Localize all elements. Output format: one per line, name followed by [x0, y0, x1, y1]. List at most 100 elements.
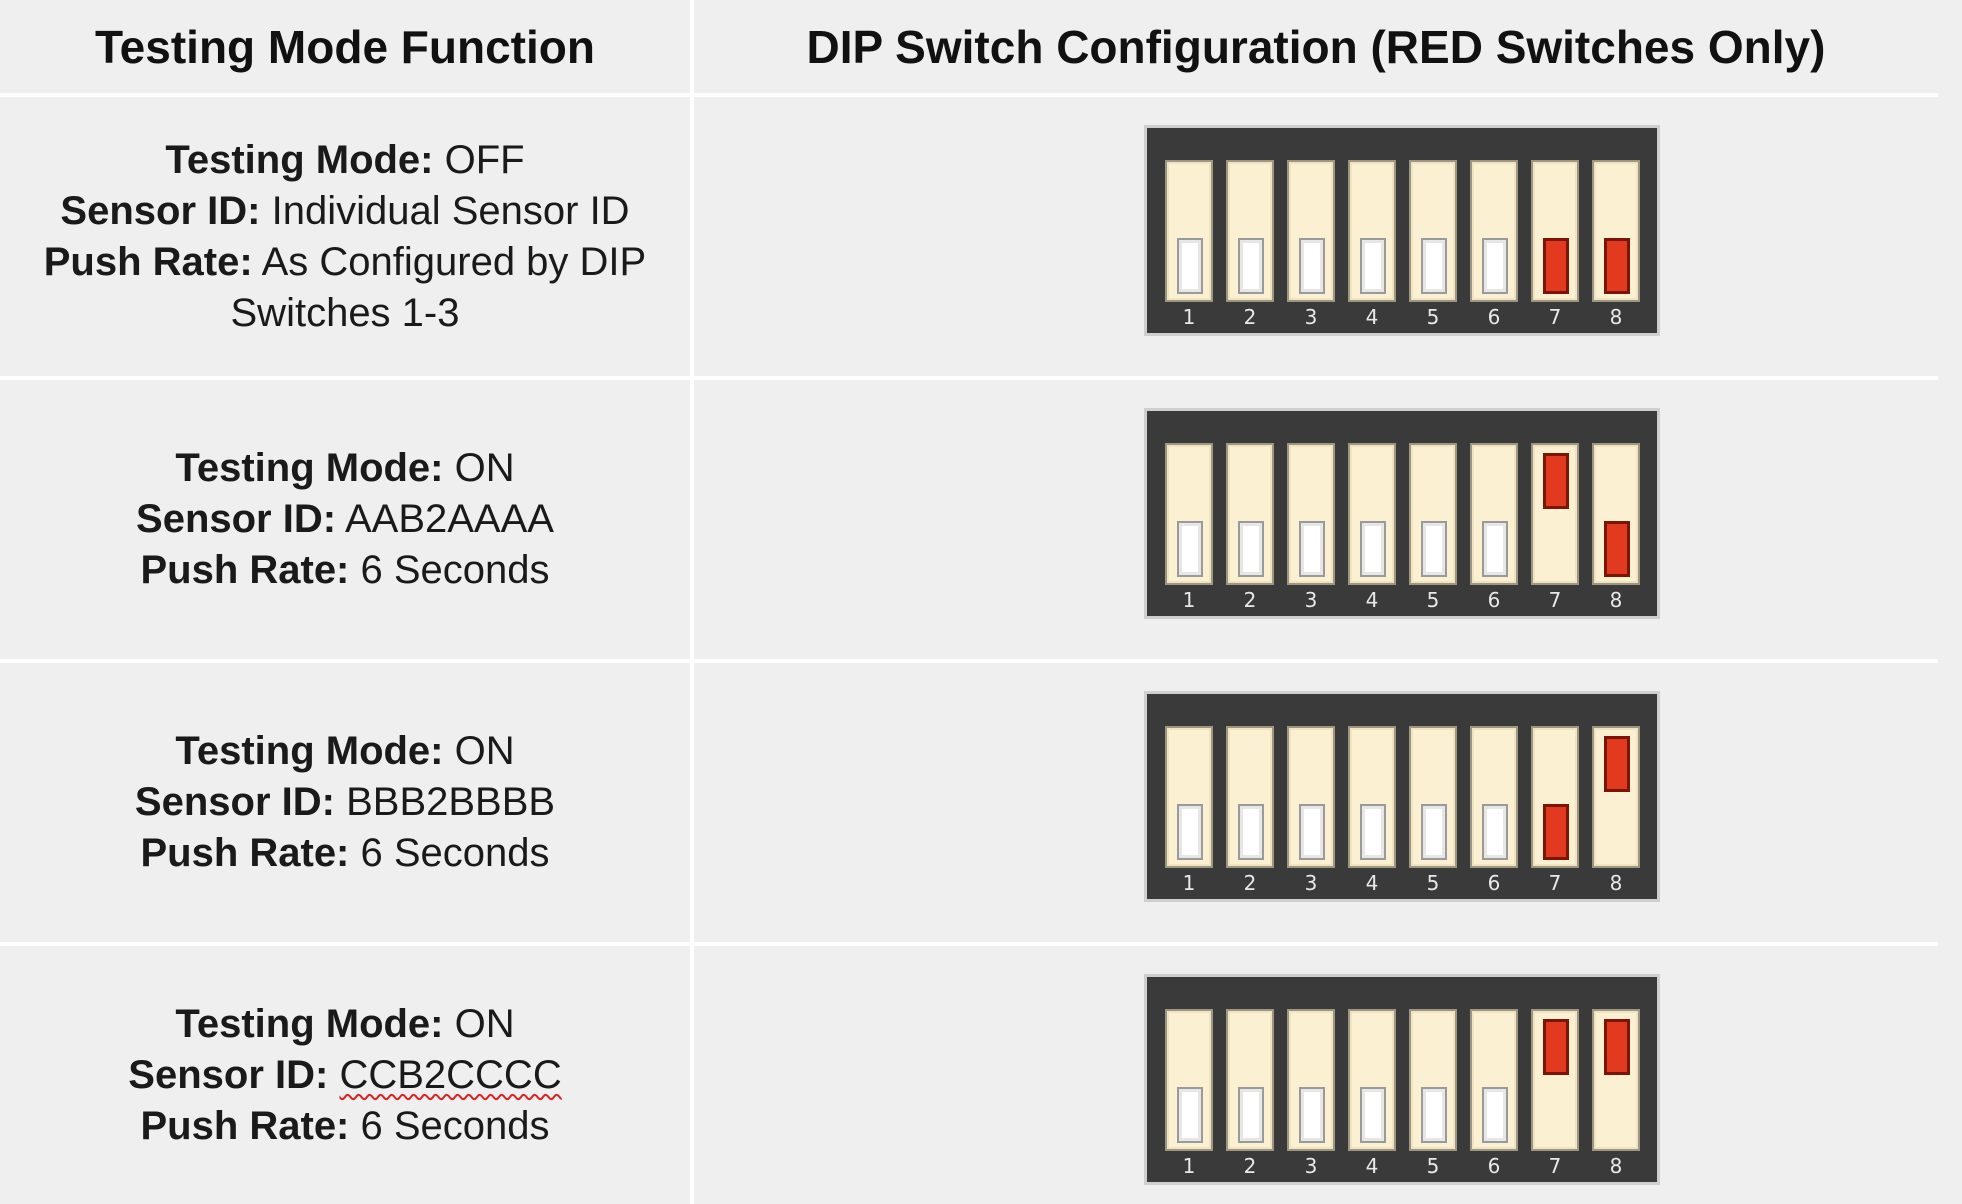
table-row-2-function: Testing Mode: ON Sensor ID: AAB2AAAA Pus…	[0, 380, 690, 659]
table-row-4-function: Testing Mode: ON Sensor ID: CCB2CCCC Pus…	[0, 946, 690, 1204]
dip-switch-6-knob	[1482, 804, 1508, 860]
dip-switch-number: 1	[1182, 305, 1196, 329]
dip-switch-number: 1	[1182, 871, 1196, 895]
dip-switch-4-knob	[1360, 804, 1386, 860]
dip-switch-7	[1531, 1009, 1579, 1151]
dip-switch-number: 7	[1548, 305, 1562, 329]
dip-switch-5	[1409, 160, 1457, 302]
dip-switch-3-knob	[1299, 804, 1325, 860]
dip-switch-8-knob	[1604, 238, 1630, 294]
dip-switch-number: 4	[1365, 305, 1379, 329]
dip-switch-2	[1226, 1009, 1274, 1151]
dip-switch-3	[1287, 1009, 1335, 1151]
dip-switch-5-knob	[1421, 1087, 1447, 1143]
dip-switch-4-knob	[1360, 521, 1386, 577]
testing-mode-value: OFF	[444, 137, 525, 182]
dip-switch-number: 8	[1609, 588, 1623, 612]
dip-switch-5-knob	[1421, 804, 1447, 860]
dip-switch-8-knob	[1604, 521, 1630, 577]
push-rate-label: Push Rate:	[140, 831, 350, 875]
dip-switch-5-knob	[1421, 238, 1447, 294]
dip-switch-7	[1531, 160, 1579, 302]
testing-mode-line: Testing Mode: OFF	[165, 135, 524, 186]
dip-switch-7	[1531, 443, 1579, 585]
dip-switch-1	[1165, 160, 1213, 302]
push-rate-label: Push Rate:	[140, 548, 350, 592]
dip-switch-number: 3	[1304, 1154, 1318, 1178]
dip-switch-8-knob	[1604, 736, 1630, 792]
column-divider	[690, 0, 694, 1204]
dip-switch-number: 2	[1243, 871, 1257, 895]
dip-switch-8	[1592, 1009, 1640, 1151]
dip-switch-3-knob	[1299, 1087, 1325, 1143]
sensor-id-value: BBB2BBBB	[346, 780, 556, 824]
sensor-id-line: Sensor ID: BBB2BBBB	[135, 777, 555, 828]
dip-switch-2-knob	[1238, 1087, 1264, 1143]
push-rate-line: Push Rate: 6 Seconds	[140, 1101, 549, 1152]
row-divider	[0, 659, 1938, 663]
testing-mode-label: Testing Mode:	[175, 446, 444, 490]
dip-switch-1	[1165, 726, 1213, 868]
dip-switch-1-knob	[1177, 238, 1203, 294]
push-rate-line: Push Rate: 6 Seconds	[140, 545, 549, 596]
dip-switch-6	[1470, 726, 1518, 868]
testing-mode-label: Testing Mode:	[175, 1001, 444, 1046]
dip-switch-number: 8	[1609, 305, 1623, 329]
row-divider	[0, 376, 1938, 380]
sensor-id-value: CCB2CCCC	[339, 1052, 562, 1097]
dip-switch-number: 7	[1548, 588, 1562, 612]
dip-switch-3	[1287, 443, 1335, 585]
dip-switch-6	[1470, 443, 1518, 585]
testing-mode-value: ON	[454, 1001, 515, 1046]
dip-switch-6-knob	[1482, 1087, 1508, 1143]
push-rate-line: Push Rate: As Configured by DIP Switches…	[15, 237, 675, 339]
dip-switch-number: 3	[1304, 588, 1318, 612]
testing-mode-line: Testing Mode: ON	[175, 443, 514, 494]
dip-switch-7	[1531, 726, 1579, 868]
sensor-id-line: Sensor ID: AAB2AAAA	[136, 494, 554, 545]
dip-switch-number: 7	[1548, 1154, 1562, 1178]
dip-switch-number: 3	[1304, 305, 1318, 329]
dip-switch-1	[1165, 443, 1213, 585]
dip-switch-5	[1409, 1009, 1457, 1151]
dip-switch-4	[1348, 443, 1396, 585]
dip-switch-3	[1287, 160, 1335, 302]
dip-switch-4	[1348, 726, 1396, 868]
dip-switch-2	[1226, 160, 1274, 302]
dip-switch-1-knob	[1177, 521, 1203, 577]
header-testing-mode-function: Testing Mode Function	[95, 20, 595, 73]
testing-mode-line: Testing Mode: ON	[175, 726, 514, 777]
dip-switch-number: 3	[1304, 871, 1318, 895]
sensor-id-value: AAB2AAAA	[344, 497, 554, 541]
sensor-id-label: Sensor ID:	[128, 1052, 329, 1097]
push-rate-value: 6 Seconds	[360, 1103, 550, 1148]
sensor-id-label: Sensor ID:	[60, 188, 261, 233]
dip-switch-4	[1348, 160, 1396, 302]
dip-switch-4-knob	[1360, 1087, 1386, 1143]
dip-switch-number: 2	[1243, 1154, 1257, 1178]
dip-switch-3-knob	[1299, 521, 1325, 577]
dip-switch-2	[1226, 443, 1274, 585]
dip-switch-number: 5	[1426, 1154, 1440, 1178]
dip-switch-number: 4	[1365, 588, 1379, 612]
dip-switch-number: 6	[1487, 588, 1501, 612]
dip-switch-2-knob	[1238, 521, 1264, 577]
dip-switch-3	[1287, 726, 1335, 868]
dip-switch-5-knob	[1421, 521, 1447, 577]
dip-switch-number: 5	[1426, 588, 1440, 612]
header-dip-switch-configuration: DIP Switch Configuration (RED Switches O…	[806, 20, 1826, 73]
sensor-id-label: Sensor ID:	[136, 497, 337, 541]
sensor-id-line: Sensor ID: Individual Sensor ID	[60, 186, 629, 237]
dip-switch-7-knob	[1543, 804, 1569, 860]
dip-switch-6-knob	[1482, 238, 1508, 294]
dip-switch-7-knob	[1543, 238, 1569, 294]
dip-switch-number: 4	[1365, 871, 1379, 895]
